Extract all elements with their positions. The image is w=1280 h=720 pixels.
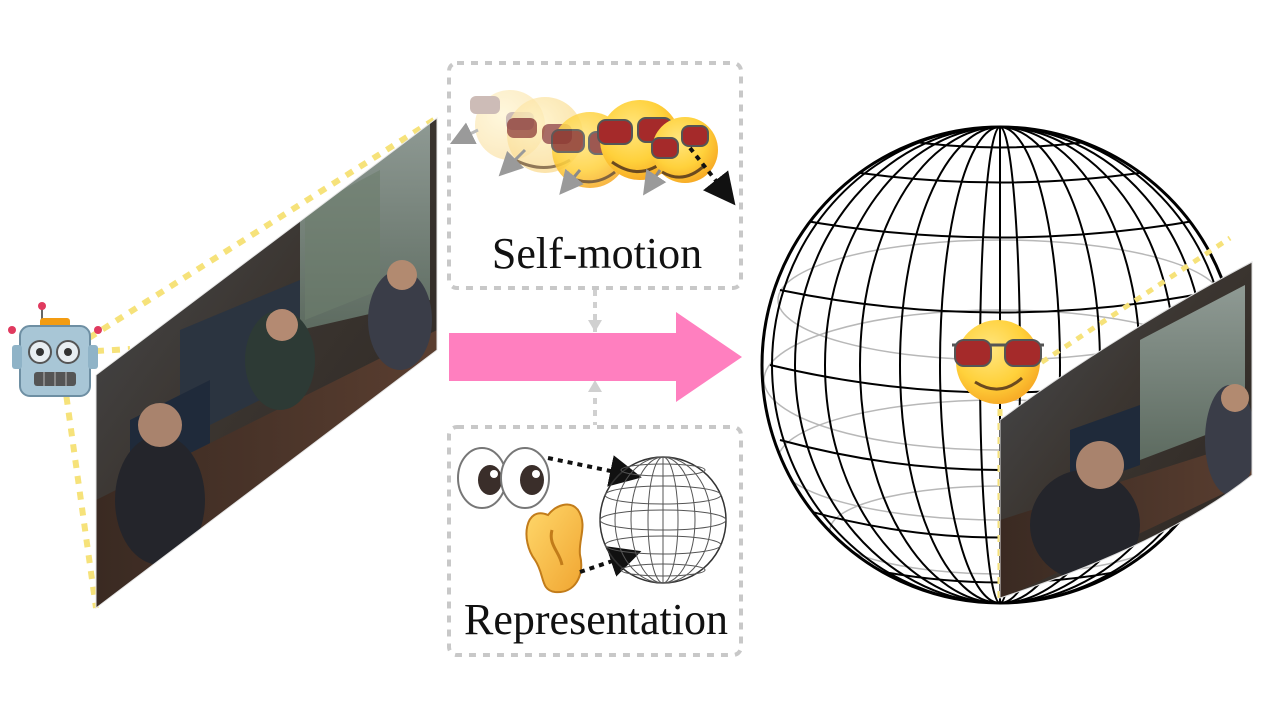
world-sphere [760, 125, 1253, 605]
meeting-photo-left [96, 118, 437, 608]
representation-label: Representation [464, 595, 728, 644]
self-motion-panel: Self-motion [447, 61, 743, 290]
representation-panel: Representation [447, 425, 743, 657]
self-motion-box [447, 61, 743, 290]
camera-view [8, 115, 439, 610]
wireframe-sphere-icon [599, 456, 727, 584]
sunglasses-face-icon-trail [449, 90, 736, 206]
connector-line [588, 290, 602, 425]
representation-box [447, 425, 743, 657]
ear-icon [525, 503, 584, 594]
frustum-line-bottom [59, 364, 99, 609]
frustum-line-top [60, 115, 439, 358]
robot-icon [8, 302, 102, 397]
sunglasses-face-icon [952, 320, 1044, 404]
eyes-icon [457, 447, 550, 509]
self-motion-label: Self-motion [492, 229, 702, 278]
transform-arrow [449, 312, 742, 402]
